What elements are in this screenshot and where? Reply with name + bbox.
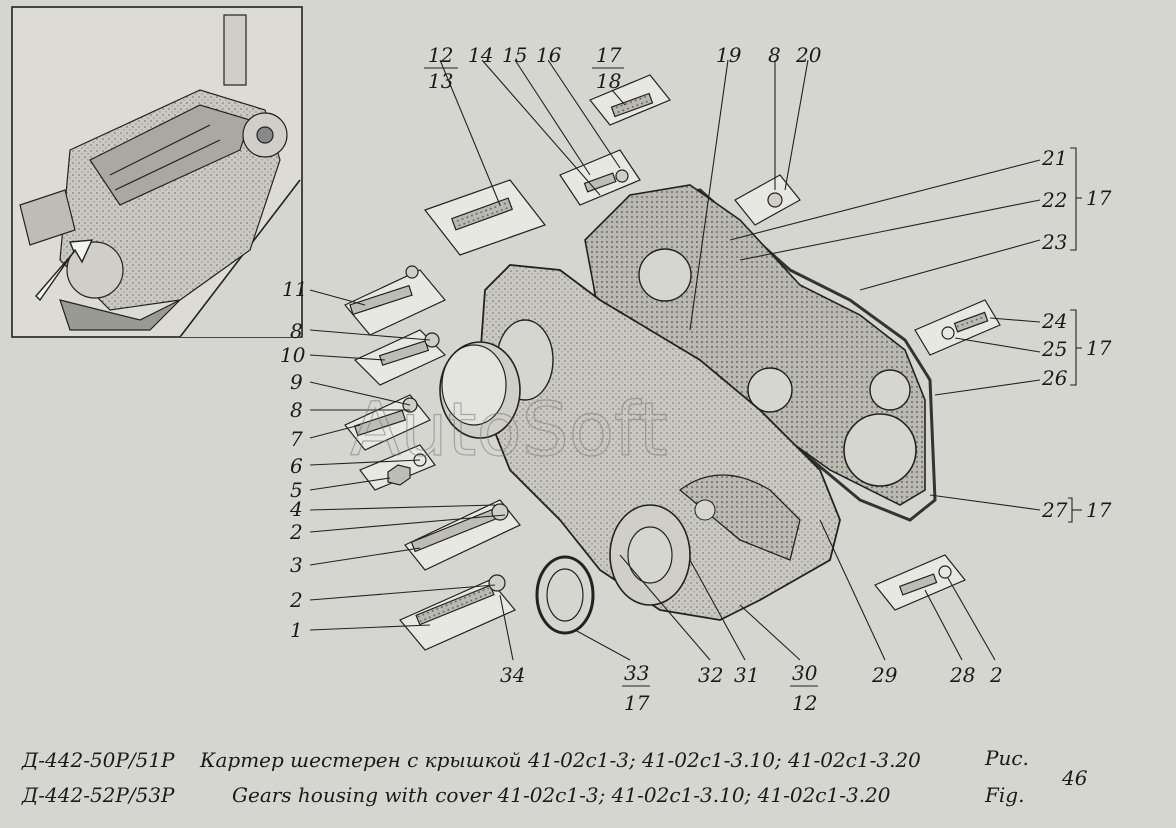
caption-title-ru: Картер шестерен с крышкой 41-02с1-3; 41-…	[200, 748, 921, 772]
callout-16: 16	[536, 43, 562, 67]
callout-17-group-b: 17	[1086, 336, 1112, 360]
callout-21: 21	[1041, 146, 1067, 170]
callout-labels: 12 13 14 15 16 17 18 19 8 20 21 22 23 17…	[280, 43, 1112, 715]
callout-1: 1	[290, 618, 303, 642]
callout-6: 6	[290, 454, 303, 478]
callout-4: 4	[289, 497, 303, 521]
callout-22: 22	[1041, 188, 1067, 212]
bearing-cap	[439, 341, 521, 439]
callout-5: 5	[290, 478, 303, 502]
callout-10: 10	[280, 343, 306, 367]
callout-23: 23	[1041, 230, 1067, 254]
callout-33: 33	[624, 661, 649, 685]
callout-27: 27	[1041, 498, 1068, 522]
callout-30: 30	[792, 661, 818, 685]
callout-17-bottom: 17	[624, 691, 650, 715]
callout-19: 19	[716, 43, 742, 67]
callout-25: 25	[1041, 337, 1067, 361]
callout-20: 20	[795, 43, 822, 67]
callout-2-b: 2	[289, 588, 303, 612]
inset-pointer-arrow	[35, 239, 94, 302]
callout-34: 34	[500, 663, 525, 687]
figure-number: 46	[1062, 766, 1088, 790]
callout-2-c: 2	[989, 663, 1003, 687]
callout-32: 32	[698, 663, 723, 687]
callout-15: 15	[502, 43, 527, 67]
caption-title-en: Gears housing with cover 41-02с1-3; 41-0…	[232, 783, 891, 807]
callout-8-b: 8	[290, 398, 303, 422]
callout-12-bottom: 12	[792, 691, 817, 715]
engine-illustration	[19, 14, 288, 331]
callout-26: 26	[1041, 366, 1068, 390]
callout-13: 13	[428, 69, 453, 93]
callout-17-group-a: 17	[1086, 186, 1112, 210]
callout-9: 9	[290, 370, 303, 394]
engine-inset	[11, 6, 303, 338]
callout-29: 29	[871, 663, 898, 687]
fig-label-ru: Рис.	[985, 746, 1029, 770]
oil-seal	[535, 555, 595, 635]
callout-8-top: 8	[768, 43, 781, 67]
callout-11: 11	[282, 277, 307, 301]
callout-14: 14	[468, 43, 493, 67]
callout-7: 7	[290, 427, 303, 451]
callout-12-top: 12	[428, 43, 453, 67]
fasteners	[344, 74, 1001, 651]
callout-31: 31	[734, 663, 759, 687]
callout-24: 24	[1041, 309, 1067, 333]
callout-28: 28	[949, 663, 975, 687]
callout-17-top: 17	[596, 43, 622, 67]
watermark: AutoSoft	[350, 387, 668, 473]
callout-18: 18	[596, 69, 621, 93]
callout-3: 3	[290, 553, 303, 577]
fig-label-en: Fig.	[985, 783, 1025, 807]
callout-2-a: 2	[289, 520, 303, 544]
callout-17-group-c: 17	[1086, 498, 1112, 522]
leader-lines	[309, 59, 1082, 687]
callout-8-a: 8	[290, 319, 303, 343]
model-label-2: Д-442-52Р/53Р	[22, 783, 175, 807]
model-label-1: Д-442-50Р/51Р	[22, 748, 175, 772]
